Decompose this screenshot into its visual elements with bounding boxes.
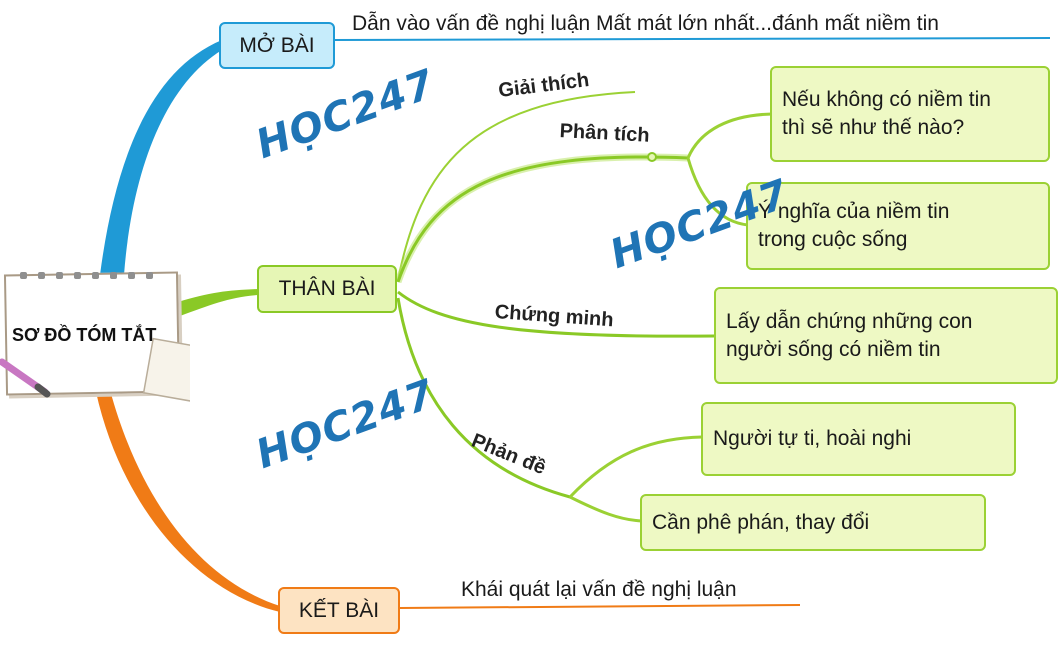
than-bai-label: THÂN BÀI [278,277,376,300]
phan-tich-sub-2 [686,157,749,227]
phan-de-sub-2 [569,495,643,523]
ket-bai-branch [96,390,280,612]
chung-minh-item[interactable]: Lấy dẫn chứng những con người sống có ni… [714,287,1058,384]
than-bai-node[interactable]: THÂN BÀI [257,265,397,313]
center-title: SƠ ĐỒ TÓM TẮT [12,325,157,345]
phan-de-sub-1 [568,435,703,499]
phan-tich-label: Phân tích [559,120,651,147]
phan-tich-item-2-text: Ý nghĩa của niềm tin trong cuộc sống [758,200,950,251]
ket-bai-node[interactable]: KẾT BÀI [278,587,400,634]
ket-bai-text: Khái quát lại vấn đề nghị luận [461,578,737,601]
notebook-decoration [0,272,190,403]
mo-bai-branch [100,40,222,275]
ket-bai-label: KẾT BÀI [298,598,380,622]
mo-bai-underline [333,37,1051,41]
phan-tich-item-1[interactable]: Nếu không có niềm tin thì sẽ như thế nào… [770,66,1050,162]
chung-minh-branch [397,290,716,338]
phan-tich-sub-1 [686,112,773,159]
ket-bai-underline [399,604,801,609]
phan-tich-item-2[interactable]: Ý nghĩa của niềm tin trong cuộc sống [746,182,1050,270]
mo-bai-node[interactable]: MỞ BÀI [219,22,335,69]
giai-thich-branch [397,91,636,281]
than-bai-branch [178,289,258,316]
phan-de-item-1-text: Người tự ti, hoài nghi [713,427,912,450]
chung-minh-item-text: Lấy dẫn chứng những con người sống có ni… [726,309,973,361]
phan-de-item-2[interactable]: Cần phê phán, thay đổi [640,494,986,551]
phan-tich-node-dot [647,152,657,162]
phan-de-item-2-text: Cần phê phán, thay đổi [652,510,870,534]
phan-tich-branch-core [396,155,689,283]
mo-bai-label: MỞ BÀI [239,33,315,57]
phan-tich-item-1-text: Nếu không có niềm tin thì sẽ như thế nào… [782,88,991,139]
phan-de-branch [396,297,571,499]
phan-de-item-1[interactable]: Người tự ti, hoài nghi [701,402,1016,476]
mo-bai-text: Dẫn vào vấn đề nghị luận Mất mát lớn nhấ… [352,12,939,35]
